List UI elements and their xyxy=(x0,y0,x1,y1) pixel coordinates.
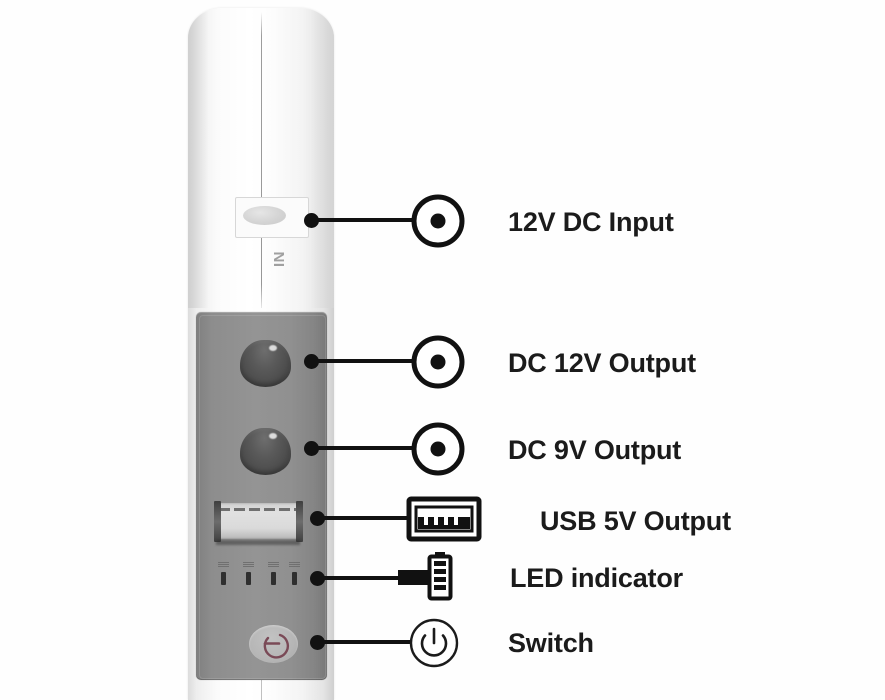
device-led-cap xyxy=(243,562,254,568)
dc-barrel-jack-icon xyxy=(411,335,465,389)
usb-port-icon xyxy=(406,496,482,542)
port-highlight xyxy=(269,345,277,351)
callout-label-dc-12v-output: DC 12V Output xyxy=(508,348,696,378)
leader-line-dc-9v-output xyxy=(314,446,412,450)
device-seam-line-bottom xyxy=(261,676,262,700)
leader-dot-dc-input xyxy=(304,213,319,228)
leader-line-switch xyxy=(320,640,412,644)
callout-label-usb-5v-output: USB 5V Output xyxy=(540,506,731,536)
power-button-icon xyxy=(409,618,459,668)
leader-line-led-indicator xyxy=(320,576,424,580)
leader-dot-switch xyxy=(310,635,325,650)
device-power-symbol-icon xyxy=(263,633,290,659)
leader-line-usb-5v-output xyxy=(320,516,408,520)
dc-barrel-jack-icon xyxy=(411,194,465,248)
dc-input-port xyxy=(243,206,286,225)
callout-label-switch: Switch xyxy=(508,628,594,658)
device-led-4 xyxy=(292,572,297,585)
device-led-cap xyxy=(218,562,229,568)
battery-icon xyxy=(427,552,453,601)
callout-label-led-indicator: LED indicator xyxy=(510,563,683,593)
device-usb-port-left-rail xyxy=(214,501,221,542)
device-dc-12v-output-port xyxy=(240,340,291,387)
device-led-cap xyxy=(268,562,279,568)
device-led-3 xyxy=(271,572,276,585)
device-usb-port-shadow xyxy=(216,540,300,545)
leader-dot-led-indicator xyxy=(310,571,325,586)
leader-line-dc-12v-output xyxy=(314,359,412,363)
device-usb-port-right-rail xyxy=(296,501,303,542)
device-dc-9v-output-port xyxy=(240,428,291,475)
port-highlight xyxy=(269,433,277,439)
device-led-cap xyxy=(289,562,300,568)
leader-dot-dc-9v-output xyxy=(304,441,319,456)
device-led-1 xyxy=(221,572,226,585)
leader-line-led-indicator-thick xyxy=(398,570,428,585)
leader-line-dc-input xyxy=(314,218,412,222)
callout-label-dc-9v-output: DC 9V Output xyxy=(508,435,682,465)
device-seam-line xyxy=(261,12,262,308)
dc-input-in-text: IN xyxy=(271,251,288,267)
device-usb-port xyxy=(217,503,299,539)
device-port-panel-edge xyxy=(199,315,326,679)
leader-dot-dc-12v-output xyxy=(304,354,319,369)
callout-label-dc-input: 12V DC Input xyxy=(508,207,674,237)
dc-barrel-jack-icon xyxy=(411,422,465,476)
device-led-2 xyxy=(246,572,251,585)
leader-dot-usb-5v-output xyxy=(310,511,325,526)
